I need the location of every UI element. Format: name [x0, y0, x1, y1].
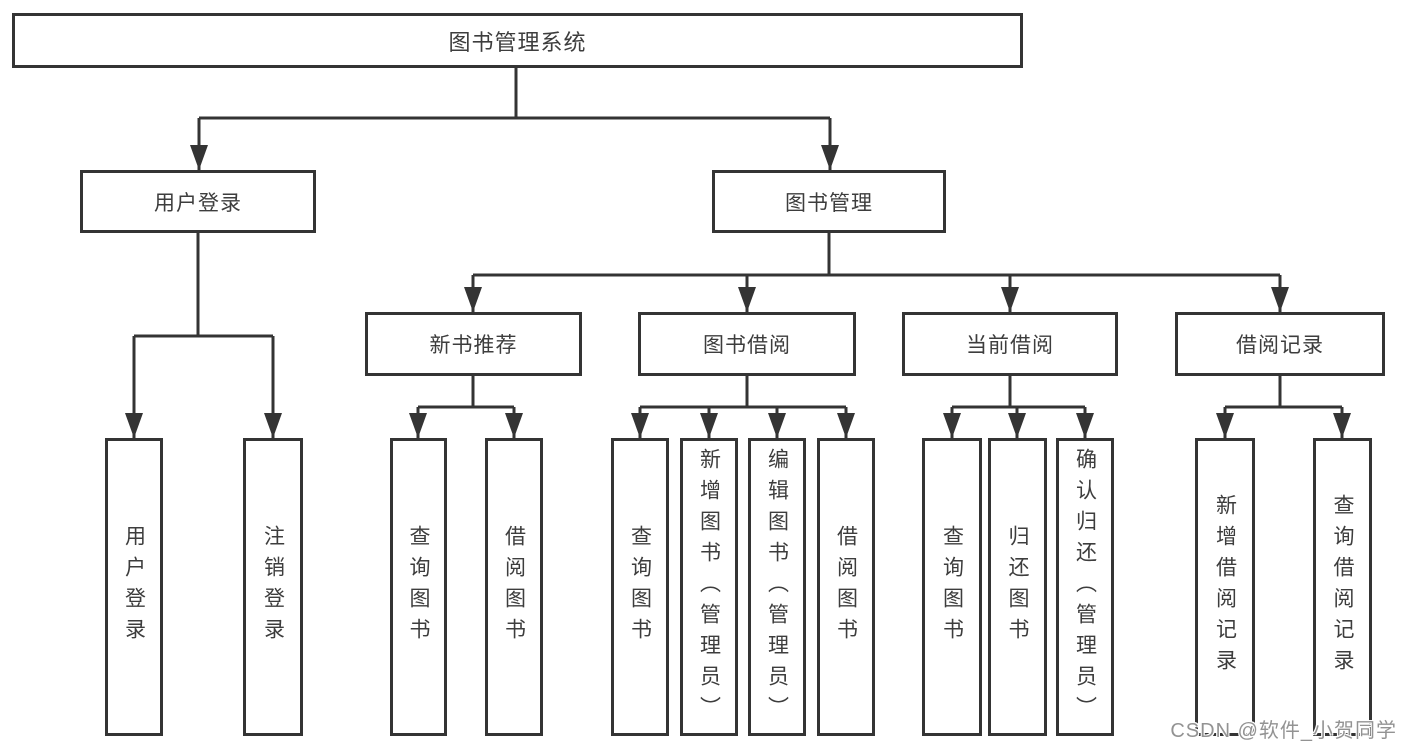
leaf-query-borrow-record: 查询借阅记录: [1313, 438, 1372, 736]
leaf-label: 新增图书（管理员）: [697, 447, 721, 727]
leaf-logout: 注销登录: [243, 438, 303, 736]
leaf-label: 查询借阅记录: [1331, 494, 1355, 680]
leaf-query-books-borrow: 查询图书: [611, 438, 669, 736]
leaf-label: 归还图书: [1006, 525, 1030, 649]
leaf-confirm-return-admin: 确认归还（管理员）: [1056, 438, 1114, 736]
leaf-query-books-current: 查询图书: [922, 438, 982, 736]
leaf-add-books-admin: 新增图书（管理员）: [680, 438, 738, 736]
leaf-label: 新增借阅记录: [1213, 494, 1237, 680]
leaf-borrow-books: 借阅图书: [817, 438, 875, 736]
node-book-management: 图书管理: [712, 170, 946, 233]
leaf-label: 编辑图书（管理员）: [765, 447, 789, 727]
arrowhead-icons: [125, 145, 1351, 438]
node-borrowing-records: 借阅记录: [1175, 312, 1385, 376]
leaf-label: 借阅图书: [502, 525, 526, 649]
leaf-edit-books-admin: 编辑图书（管理员）: [748, 438, 806, 736]
node-user-login: 用户登录: [80, 170, 316, 233]
leaf-return-books: 归还图书: [988, 438, 1047, 736]
csdn-watermark: CSDN @软件_小贺同学: [1170, 720, 1397, 742]
node-library-management-system: 图书管理系统: [12, 13, 1023, 68]
leaf-label: 查询图书: [628, 525, 652, 649]
leaf-label: 借阅图书: [834, 525, 858, 649]
node-new-book-recommendation: 新书推荐: [365, 312, 582, 376]
leaf-borrow-books-recommend: 借阅图书: [485, 438, 543, 736]
node-book-borrowing: 图书借阅: [638, 312, 856, 376]
node-current-borrowing: 当前借阅: [902, 312, 1118, 376]
leaf-label: 查询图书: [940, 525, 964, 649]
leaf-label: 确认归还（管理员）: [1073, 447, 1097, 727]
leaf-user-login: 用户登录: [105, 438, 163, 736]
leaf-label: 查询图书: [407, 525, 431, 649]
leaf-add-borrow-record: 新增借阅记录: [1195, 438, 1255, 736]
leaf-label: 用户登录: [122, 525, 146, 649]
leaf-label: 注销登录: [261, 525, 285, 649]
leaf-query-books-recommend: 查询图书: [390, 438, 447, 736]
